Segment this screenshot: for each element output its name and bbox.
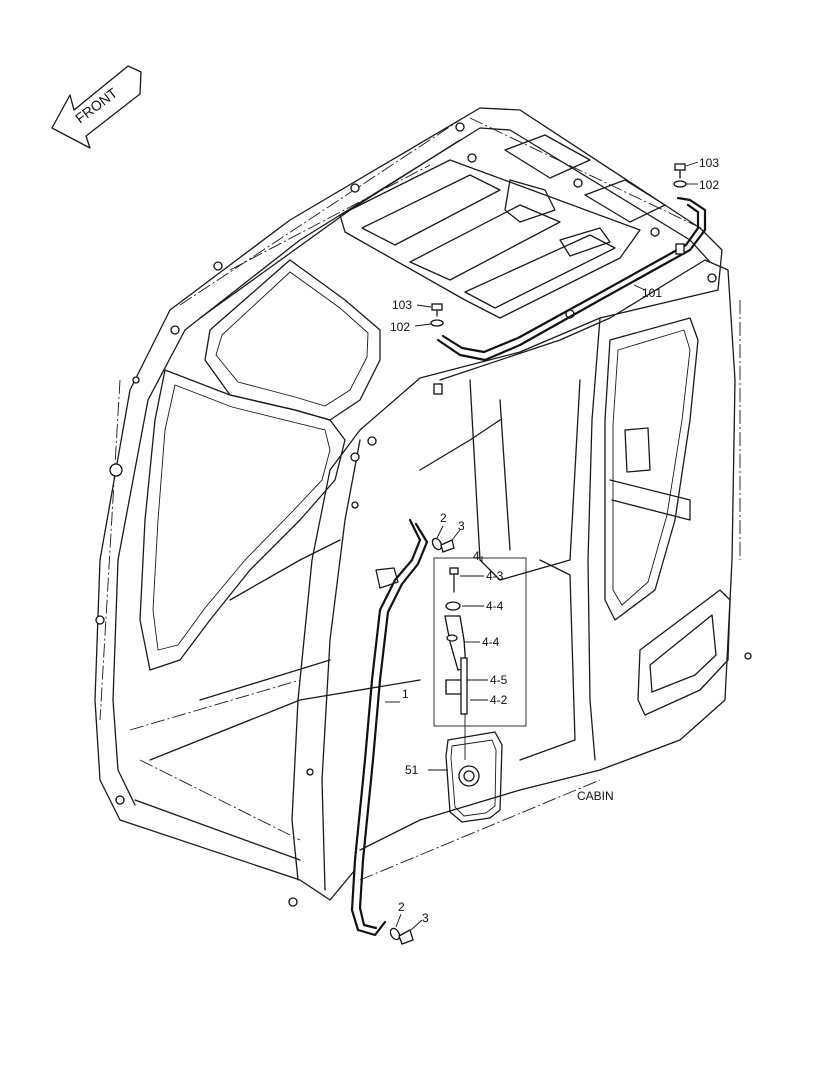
fastener-103-102-mid (414, 303, 444, 327)
handrail-101 (433, 196, 707, 395)
label-4-3: 4-3 (486, 569, 504, 583)
label-1: 1 (402, 687, 409, 701)
label-102-mid: 102 (390, 320, 410, 334)
label-4-4a: 4-4 (486, 599, 504, 613)
caption-cabin: CABIN (577, 789, 614, 803)
mirror-51 (428, 731, 503, 823)
label-3-upper: 3 (458, 519, 465, 533)
label-4-4b: 4-4 (482, 635, 500, 649)
bolt-heads (95, 122, 752, 907)
label-103-mid: 103 (392, 298, 412, 312)
callout-labels: 103 102 101 103 102 2 3 4 4-3 4-4 4-4 4-… (390, 156, 719, 925)
fastener-2-3-upper (431, 525, 461, 553)
label-4: 4 (473, 549, 480, 563)
label-101: 101 (642, 286, 662, 300)
handrail-1 (350, 518, 429, 937)
label-2-upper: 2 (440, 511, 447, 525)
label-2-lower: 2 (398, 900, 405, 914)
label-4-5: 4-5 (490, 673, 508, 687)
fastener-103-102-top (673, 161, 699, 188)
label-4-2: 4-2 (490, 693, 508, 707)
label-103-top: 103 (699, 156, 719, 170)
cabin-roof (169, 107, 723, 471)
label-3-lower: 3 (422, 911, 429, 925)
mirror-assembly-box (433, 556, 527, 760)
cabin-body (94, 259, 741, 901)
label-102-top: 102 (699, 178, 719, 192)
front-arrow-icon: FRONT (51, 65, 142, 149)
label-51: 51 (405, 763, 419, 777)
fastener-2-3-lower (389, 913, 423, 945)
